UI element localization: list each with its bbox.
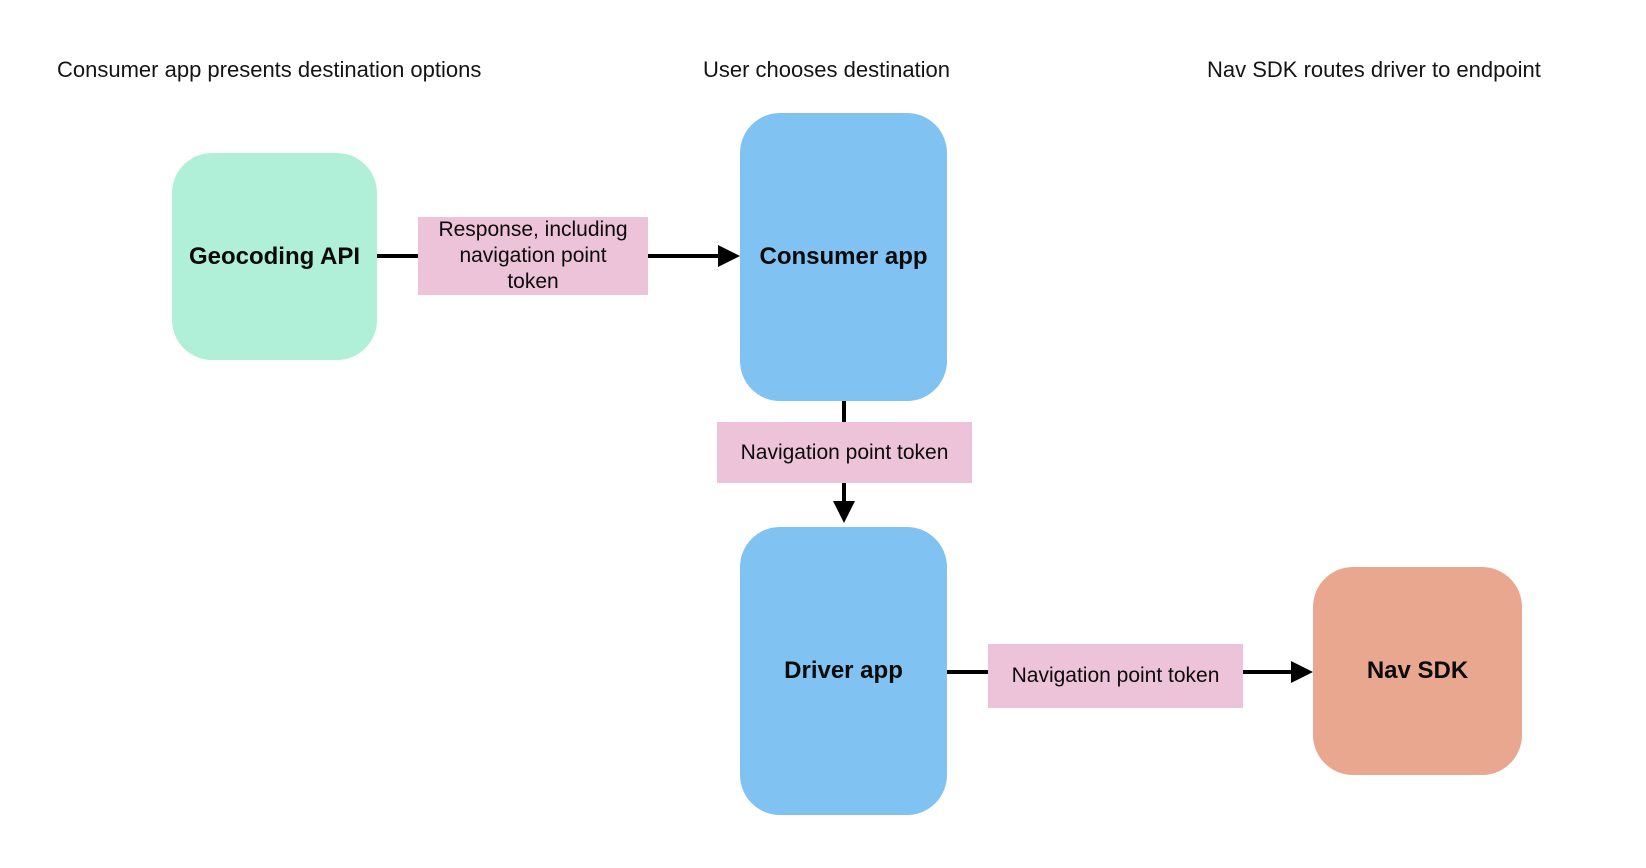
node-geocoding-api-label: Geocoding API <box>188 242 361 270</box>
edge-label-response-text: Response, including navigation point tok… <box>438 218 628 293</box>
edge-label-token-driver-navsdk-text: Navigation point token <box>1011 664 1220 687</box>
connector-response-to-consumer-line <box>648 254 718 258</box>
edge-label-token-consumer-driver: Navigation point token <box>717 422 972 483</box>
arrowhead-into-driver-app <box>833 501 855 523</box>
connector-driver-to-token-line <box>947 670 988 674</box>
node-nav-sdk: Nav SDK <box>1313 567 1522 775</box>
edge-label-token-driver-navsdk: Navigation point token <box>988 644 1243 708</box>
header-user-chooses-destination: User chooses destination <box>703 57 951 82</box>
connector-token-to-driver-line <box>842 483 846 503</box>
node-consumer-app-label: Consumer app <box>759 243 928 270</box>
edge-label-response: Response, including navigation point tok… <box>418 217 648 295</box>
connector-token-to-navsdk-line <box>1243 670 1291 674</box>
node-geocoding-api: Geocoding API <box>172 153 377 360</box>
node-consumer-app: Consumer app <box>740 113 947 401</box>
connector-consumer-to-token-line <box>842 401 846 422</box>
arrowhead-into-consumer-app <box>718 245 740 267</box>
node-nav-sdk-label: Nav SDK <box>1366 657 1469 684</box>
node-driver-app: Driver app <box>740 527 947 815</box>
node-driver-app-label: Driver app <box>784 657 903 684</box>
header-consumer-app-presents: Consumer app presents destination option… <box>57 57 482 82</box>
edge-label-token-consumer-driver-text: Navigation point token <box>740 440 949 464</box>
arrowhead-into-nav-sdk <box>1291 661 1313 683</box>
connector-geocoding-to-response-line <box>377 254 418 258</box>
header-nav-sdk-routes: Nav SDK routes driver to endpoint <box>1207 57 1541 82</box>
